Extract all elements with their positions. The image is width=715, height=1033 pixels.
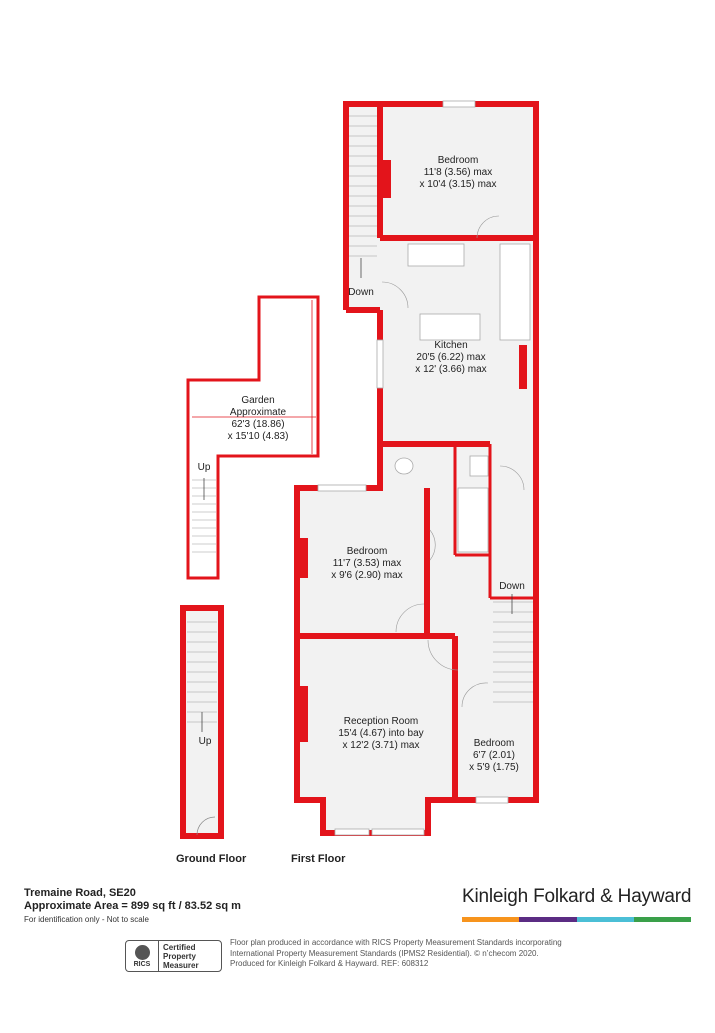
measurement-footnote: Floor plan produced in accordance with R… [230, 938, 630, 970]
room-label-garden: Garden Approximate 62'3 (18.86) x 15'10 … [228, 395, 289, 442]
brand-name: Kinleigh Folkard & Hayward [462, 886, 692, 907]
rics-badge-text: Certified Property Measurer [159, 943, 199, 970]
garden-area [186, 295, 320, 580]
room-name: Kitchen [434, 340, 467, 351]
brand-bar-segment [462, 917, 520, 922]
room-name: Bedroom [347, 546, 388, 557]
footnote-line: Floor plan produced in accordance with R… [230, 938, 562, 947]
first-floor-label: First Floor [291, 853, 346, 865]
rics-line: Measurer [163, 960, 199, 970]
room-dim-2: x 15'10 (4.83) [228, 431, 289, 442]
room-dim-1: 11'8 (3.56) max [424, 167, 492, 178]
stairs-up-label: Up [198, 462, 211, 473]
room-name: Reception Room [344, 716, 418, 727]
footnote-line: Produced for Kinleigh Folkard & Hayward.… [230, 959, 429, 968]
disclaimer: For identification only - Not to scale [24, 915, 149, 924]
brand-color-bar [462, 917, 691, 922]
ground-floor-stairwell [180, 605, 224, 839]
room-dim-1: 11'7 (3.53) max [333, 558, 401, 569]
room-label-reception: Reception Room 15'4 (4.67) into bay x 12… [338, 716, 423, 751]
ground-floor-label: Ground Floor [176, 853, 247, 865]
brand-bar-segment [519, 917, 577, 922]
room-dim-2: x 9'6 (2.90) max [331, 570, 402, 581]
approximate-area: Approximate Area = 899 sq ft / 83.52 sq … [24, 900, 241, 912]
room-label-kitchen: Kitchen 20'5 (6.22) max x 12' (3.66) max [415, 340, 486, 375]
room-label-bedroom-small: Bedroom 6'7 (2.01) x 5'9 (1.75) [469, 738, 519, 773]
room-dim-1: 20'5 (6.22) max [416, 352, 485, 363]
room-name: Bedroom [474, 738, 515, 749]
rics-line: Certified [163, 942, 196, 952]
room-name: Bedroom [438, 155, 479, 166]
room-dim-2: x 5'9 (1.75) [469, 762, 519, 773]
property-address: Tremaine Road, SE20 [24, 887, 136, 899]
first-floor [294, 100, 539, 836]
stairs-down-label: Down [348, 287, 374, 298]
room-dim-2: x 10'4 (3.15) max [420, 179, 497, 190]
stairs-down-label: Down [499, 581, 525, 592]
brand-bar-segment [576, 917, 634, 922]
rics-logo-icon: RICS [126, 941, 159, 971]
room-dim-1: 62'3 (18.86) [231, 419, 284, 430]
room-dim-2: x 12'2 (3.71) max [343, 740, 420, 751]
room-dim-2: x 12' (3.66) max [415, 364, 486, 375]
stairs-up-label: Up [199, 736, 212, 747]
room-label-bedroom-mid: Bedroom 11'7 (3.53) max x 9'6 (2.90) max [331, 546, 402, 581]
room-dim-1: 15'4 (4.67) into bay [338, 728, 423, 739]
rics-badge: RICS Certified Property Measurer [125, 940, 222, 972]
room-dim-1: 6'7 (2.01) [473, 750, 515, 761]
rics-line: Property [163, 951, 196, 961]
brand-bar-segment [633, 917, 691, 922]
room-subtitle: Approximate [230, 407, 287, 418]
room-label-bedroom-top: Bedroom 11'8 (3.56) max x 10'4 (3.15) ma… [420, 155, 497, 190]
room-name: Garden [241, 395, 274, 406]
rics-logo-text: RICS [133, 960, 151, 968]
footnote-line: International Property Measurement Stand… [230, 948, 539, 958]
